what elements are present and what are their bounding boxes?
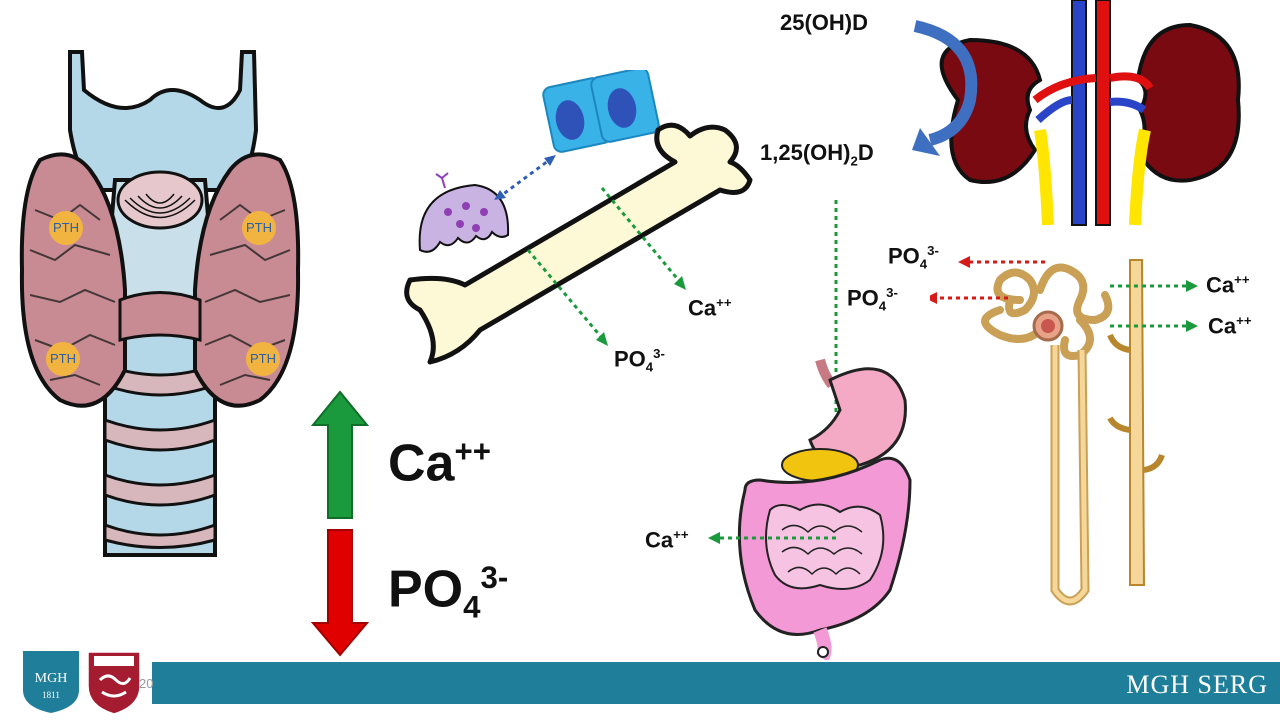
down-arrow-icon — [310, 529, 370, 657]
footer-brand: MGH SERG — [1126, 670, 1268, 699]
phosphate-decrease-label: PO43- — [388, 560, 509, 625]
mgh-logo-text: MGH — [35, 671, 68, 686]
harvard-shield-logo — [87, 651, 141, 715]
parathyroid-gland-upper-right: PTH — [242, 211, 276, 245]
kidney-phosphate-label-top: PO43- — [888, 243, 939, 272]
footer-bar: MGH SERG — [152, 662, 1280, 704]
bone-illustration — [404, 70, 753, 365]
vitamin-d-active-label: 1,25(OH)2D — [760, 140, 874, 169]
gut-calcium-label: Ca++ — [645, 527, 689, 553]
kidney-calcium-label-bottom: Ca++ — [1208, 313, 1252, 339]
calcium-increase-label: Ca++ — [388, 434, 491, 493]
nephron-illustration — [930, 256, 1198, 606]
up-arrow-icon — [310, 390, 370, 519]
vitamin-d-precursor-label: 25(OH)D — [780, 10, 869, 35]
thyroid-illustration — [19, 50, 301, 557]
parathyroid-gland-lower-right: PTH — [246, 342, 280, 376]
mgh-logo-year: 1811 — [42, 690, 60, 700]
parathyroid-gland-lower-left: PTH — [46, 342, 80, 376]
kidney-phosphate-label-bottom: PO43- — [847, 285, 898, 314]
kidney-calcium-label-top: Ca++ — [1206, 272, 1250, 298]
bone-calcium-label: Ca++ — [688, 295, 732, 321]
slide-number: 20 — [139, 676, 154, 691]
intestine-illustration — [708, 200, 912, 660]
mgh-logo: MGH 1811 — [21, 649, 81, 716]
parathyroid-gland-upper-left: PTH — [49, 211, 83, 245]
bone-phosphate-label: PO43- — [614, 346, 665, 375]
kidneys-illustration — [912, 0, 1241, 226]
